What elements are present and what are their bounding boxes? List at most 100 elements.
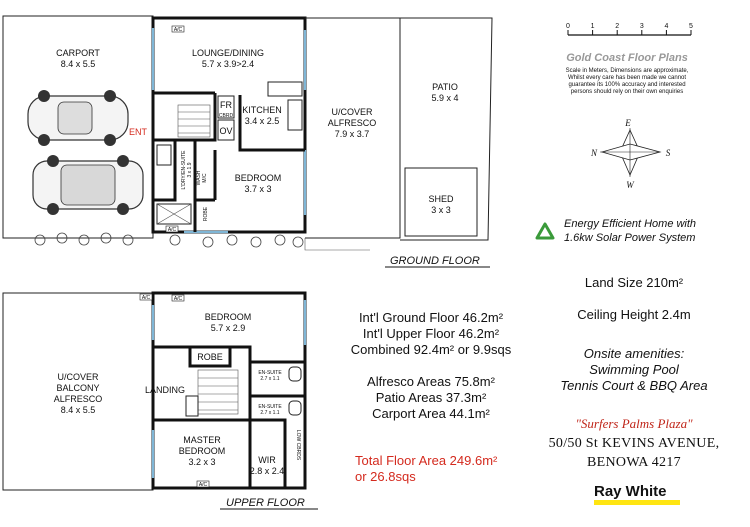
car-convertible: [27, 90, 129, 146]
cbrd-label: CBRD: [219, 113, 234, 119]
entry-label: ENT: [129, 127, 148, 137]
carport-area: Carport Area 44.1m²: [372, 406, 490, 421]
ac-unit: [139, 293, 153, 301]
carport-label: CARPORT: [56, 48, 100, 58]
compass-icon: E N S W: [590, 118, 671, 190]
stairs-upper: [197, 369, 239, 415]
ac-label-1: A/C: [174, 27, 183, 33]
fridge-label: FR: [220, 100, 232, 110]
ray-white-logo: Ray White: [594, 483, 680, 505]
area-summary: Int'l Ground Floor 46.2m² Int'l Upper Fl…: [351, 310, 512, 484]
ac-label-2: A/C: [168, 227, 177, 233]
alfresco-label-2: ALFRESCO: [328, 118, 377, 128]
alfresco-area: Alfresco Areas 75.8m²: [367, 374, 496, 389]
energy-line-1: Energy Efficient Home with: [564, 218, 696, 230]
master-label-1: MASTER: [183, 435, 221, 445]
upper-area: Int'l Upper Floor 46.2m²: [363, 326, 500, 341]
scale-tick-label: 1: [591, 23, 595, 30]
compass-north: N: [590, 148, 598, 158]
compass-south: S: [666, 148, 671, 158]
brand-logo: Gold Coast Floor Plans: [566, 52, 688, 64]
wash-label: WASH: [196, 170, 202, 185]
stairs-ground: [177, 104, 211, 138]
ac-unit: [171, 25, 185, 33]
ground-house-walls: [151, 16, 307, 234]
ac-unit: [165, 225, 179, 233]
compass-east: E: [624, 118, 631, 128]
ensuite-size: 3 x 1.9: [187, 162, 193, 177]
shower: [156, 203, 192, 225]
patio-area: Patio Areas 37.3m²: [376, 390, 487, 405]
upper-bedroom-size: 5.7 x 2.9: [211, 323, 246, 333]
robe-label: ROBE: [203, 206, 209, 221]
kitchen-label: KITCHEN: [242, 105, 282, 115]
garden-plants: [34, 232, 304, 248]
ensuite-1-label: EN-SUITE: [258, 370, 282, 376]
recycle-icon: [534, 221, 556, 243]
ground-floor-title: GROUND FLOOR: [390, 255, 480, 267]
scale-tick-label: 5: [689, 23, 693, 30]
address-street: 50/50 St KEVINS AVENUE,: [549, 436, 720, 451]
amenity-tennis: Tennis Court & BBQ Area: [560, 378, 707, 393]
address-suburb: BENOWA 4217: [587, 455, 681, 470]
low-cbrds-label: LOW CBRDS: [295, 430, 301, 461]
upper-ac-label-1: A/C: [142, 295, 151, 301]
alfresco-outline: [305, 17, 401, 239]
carport-size: 8.4 x 5.5: [61, 59, 96, 69]
wall: [250, 418, 287, 488]
agency-underline: [594, 500, 680, 505]
scale-tick-label: 4: [664, 23, 668, 30]
robe-label: ROBE: [197, 352, 223, 362]
wall: [238, 95, 305, 152]
ac-unit: [171, 294, 185, 302]
scale-tick-label: 2: [615, 23, 619, 30]
oven: [217, 119, 235, 141]
shed-label: SHED: [428, 194, 454, 204]
toilet: [288, 366, 302, 382]
site-boundary: [304, 238, 370, 251]
balcony-size: 8.4 x 5.5: [61, 405, 96, 415]
kitchen-sink: [287, 99, 303, 131]
ensuite-2-label: EN-SUITE: [258, 404, 282, 410]
upper-ac-label-3: A/C: [199, 482, 208, 488]
bedroom-label: BEDROOM: [235, 173, 282, 183]
kitchen-size: 3.4 x 2.5: [245, 116, 280, 126]
balcony-label-2: BALCONY: [56, 383, 99, 393]
disclaimer-line: Scale in Meters, Dimensions are approxim…: [566, 68, 689, 74]
mc-label: M/C: [202, 173, 208, 183]
shed-size: 3 x 3: [431, 205, 451, 215]
patio-label: PATIO: [432, 82, 458, 92]
patio-size: 5.9 x 4: [431, 93, 458, 103]
lounge-size: 5.7 x 3.9>2.4: [202, 59, 254, 69]
wall: [153, 140, 177, 202]
land-size: Land Size 210m²: [585, 275, 684, 290]
disclaimer-line: Whilst every care has been made we canno…: [568, 75, 686, 81]
toilet: [288, 400, 302, 416]
combined-area: Combined 92.4m² or 9.9sqs: [351, 342, 512, 357]
balcony-label-1: U/COVER: [57, 372, 99, 382]
master-label-2: BEDROOM: [179, 446, 226, 456]
amenities-title: Onsite amenities:: [584, 346, 685, 361]
kitchen-bench: [267, 81, 303, 97]
disclaimer-line: persons should rely on their own enquiri…: [571, 89, 683, 95]
total-squares: or 26.8sqs: [355, 469, 416, 484]
ceiling-height: Ceiling Height 2.4m: [577, 307, 690, 322]
patio-outline: [400, 17, 493, 241]
ensuite-1-size: 2.7 x 1.1: [260, 376, 279, 382]
compass-west: W: [626, 180, 635, 190]
ac-unit: [196, 480, 210, 488]
ground-floor-plan: CARPORT 8.4 x 5.5 LOUNGE/DINING 5.7 x 3.…: [2, 15, 493, 268]
energy-line-2: 1.6kw Solar Power System: [564, 232, 695, 244]
upper-floor-plan: U/COVER BALCONY ALFRESCO 8.4 x 5.5 BEDRO…: [2, 291, 318, 510]
agency-name: Ray White: [594, 483, 667, 500]
ensuite-2-size: 2.7 x 1.1: [260, 410, 279, 416]
upper-ac-label-2: A/C: [174, 296, 183, 302]
wir-label: WIR: [258, 455, 276, 465]
car-sedan: [32, 155, 144, 215]
upper-bedroom-label: BEDROOM: [205, 312, 252, 322]
ensuite-label: L'DRY/EN-SUITE: [181, 150, 187, 190]
bedroom-size: 3.7 x 3: [244, 184, 271, 194]
oven-label: OV: [219, 126, 232, 136]
property-name: "Surfers Palms Plaza": [575, 416, 693, 431]
